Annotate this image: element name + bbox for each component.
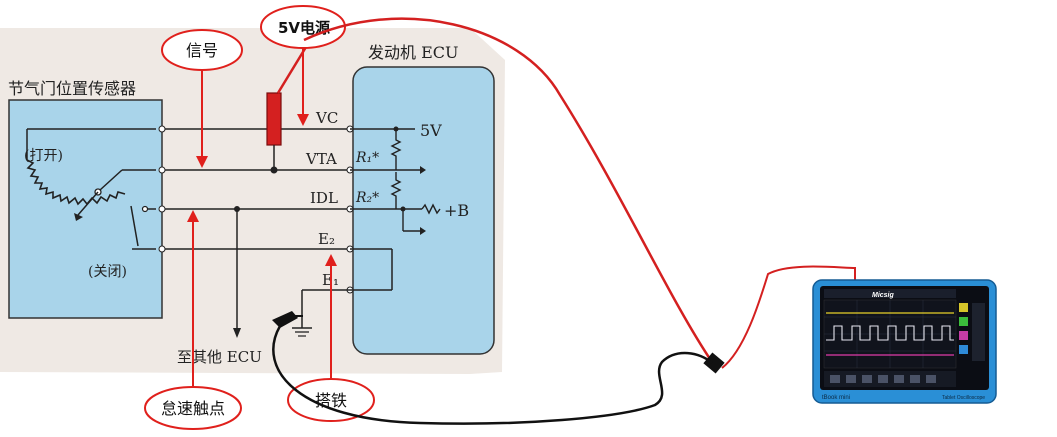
other-ecu-label: 至其他 ECU (177, 348, 262, 366)
scope-bottom-button[interactable] (910, 375, 920, 383)
channel-3-button[interactable] (959, 331, 968, 340)
scope-bottom-button[interactable] (862, 375, 872, 383)
callout-signal-arrowhead (196, 156, 208, 168)
plusb-label: +B (444, 201, 469, 220)
callout-5v-arrowhead (297, 114, 309, 126)
resistor-r2 (390, 172, 402, 209)
sensor-terminal-idl (158, 205, 166, 213)
scope-side-panel (972, 303, 985, 361)
callout-ground-arrowhead (325, 254, 337, 266)
other-ecu-junction (234, 206, 240, 212)
channel-1-button[interactable] (959, 303, 968, 312)
sensor-terminal-vc (158, 125, 166, 133)
scope-bottom-buttons (830, 375, 936, 383)
channel-4-button[interactable] (959, 345, 968, 354)
wiper-arrow (74, 213, 83, 221)
terminal-vta-label: VTA (305, 150, 337, 168)
plusb-resistor (421, 203, 441, 215)
terminal-idl-label: IDL (310, 189, 338, 207)
vta-internal-arrow (420, 166, 426, 174)
scope-input-lead (721, 265, 856, 369)
oscilloscope: Micsig tBook mini Tablet Oscilloscope (812, 279, 997, 404)
idle-contact-point (141, 205, 149, 213)
ecu-box (352, 66, 495, 355)
scope-grid (824, 300, 956, 368)
red-probe-lead (276, 46, 308, 94)
probe-connector (703, 352, 725, 374)
sensor-terminal-e2 (158, 245, 166, 253)
scope-bottom-button[interactable] (894, 375, 904, 383)
terminal-e2-label: E₂ (318, 230, 335, 248)
ground-clip (272, 311, 298, 328)
callout-idle-text: 怠速触点 (161, 399, 225, 418)
terminal-vc-label: VC (315, 109, 338, 127)
scope-bottom-bar (824, 371, 956, 387)
callout-5v-text: 5V电源 (278, 19, 330, 37)
red-probe-contact (270, 166, 278, 174)
resistor-r1 (390, 129, 402, 170)
resistive-track (26, 159, 126, 206)
scope-model: tBook mini (822, 395, 850, 401)
scope-ground-lead (272, 325, 713, 425)
wiper-link (99, 169, 123, 191)
open-label: (打开) (24, 147, 63, 164)
scope-header-bar (824, 289, 956, 298)
sensor-box (8, 99, 163, 319)
red-probe (266, 92, 282, 146)
wiper-arm (77, 191, 99, 216)
scope-trace-square (826, 325, 954, 341)
callout-idle-arrowhead (187, 210, 199, 222)
sensor-terminal-vta (158, 166, 166, 174)
idle-contact-blade (130, 205, 139, 247)
idl-internal-arrow (420, 227, 426, 235)
scope-red-lead (303, 17, 714, 363)
scope-bottom-button[interactable] (846, 375, 856, 383)
scope-bottom-button[interactable] (830, 375, 840, 383)
ecu-title: 发动机 ECU (368, 43, 459, 62)
callout-ground-text: 搭铁 (315, 391, 347, 410)
scope-subtitle: Tablet Oscilloscope (942, 395, 985, 401)
r1-label: R₁* (355, 150, 379, 166)
r2-label: R₂* (355, 190, 379, 206)
sensor-title: 节气门位置传感器 (8, 79, 136, 98)
ecu-5v-label: 5V (420, 121, 442, 140)
other-ecu-arrow (233, 328, 241, 338)
closed-label: (关闭) (88, 264, 127, 280)
callout-signal-text: 信号 (186, 41, 218, 60)
scope-brand: Micsig (872, 292, 895, 299)
scope-bottom-button[interactable] (926, 375, 936, 383)
channel-2-button[interactable] (959, 317, 968, 326)
scope-bottom-button[interactable] (878, 375, 888, 383)
